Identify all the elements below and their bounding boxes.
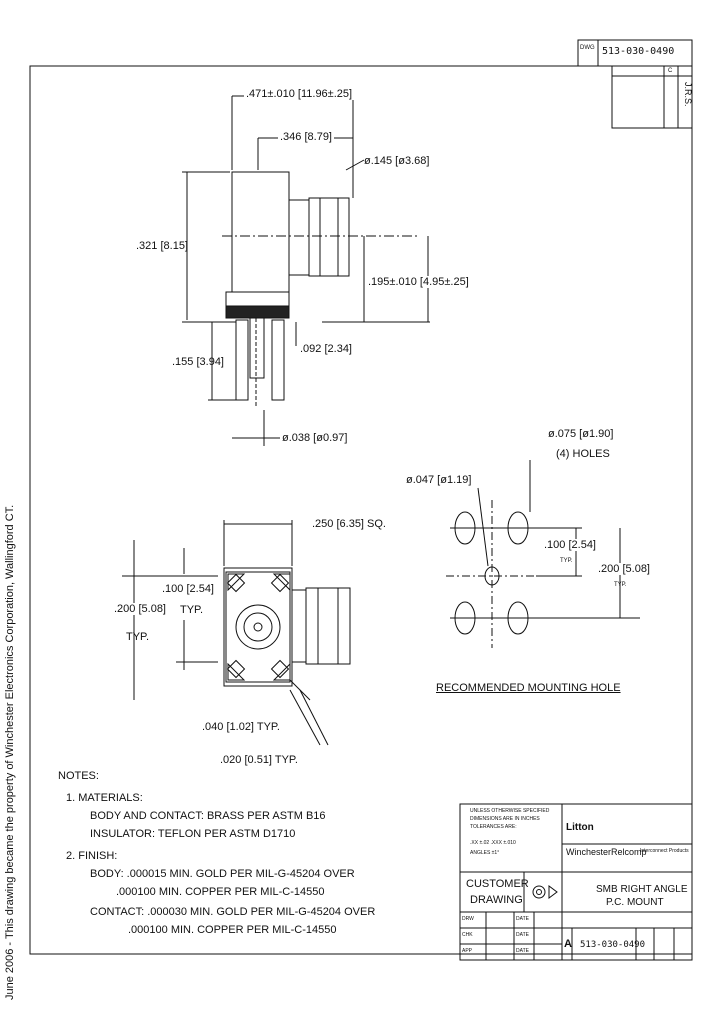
note-2d: .000100 MIN. COPPER PER MIL-C-14550 <box>128 924 337 936</box>
dim-hole-count: (4) HOLES <box>556 448 610 460</box>
title-block-lines <box>459 803 693 961</box>
dim-grid-100: .100 [2.54] <box>162 583 214 595</box>
note-1b: INSULATOR: TEFLON PER ASTM D1710 <box>90 828 296 840</box>
rev-side: J.R.S. <box>683 82 693 107</box>
revision-box <box>611 65 693 129</box>
dim-hole-span-typ: TYP. <box>614 582 627 588</box>
notes-title: NOTES: <box>58 770 99 782</box>
dim-thread-dia: ø.145 [ø3.68] <box>364 155 430 167</box>
dim-chamfer-020: .020 [0.51] TYP. <box>220 754 298 766</box>
dim-overall-length: .471±.010 [11.96±.25] <box>244 88 355 100</box>
dim-grid-200-typ: TYP. <box>126 631 150 643</box>
dim-square-size: .250 [6.35] SQ. <box>312 518 386 530</box>
drawing-label: DRAWING <box>470 894 523 906</box>
front-view <box>122 520 351 746</box>
note-2b: .000100 MIN. COPPER PER MIL-C-14550 <box>116 886 325 898</box>
dim-pin-dia: ø.038 [ø0.97] <box>282 432 348 444</box>
customer-label: CUSTOMER <box>466 878 529 890</box>
hole-pattern <box>446 460 640 648</box>
dwg-number: 513-030-0490 <box>580 940 646 950</box>
dim-hole-dia: ø.075 [ø1.90] <box>548 428 614 440</box>
dim-grid-200: .200 [5.08] <box>114 603 166 615</box>
row-app-date: DATE <box>516 948 529 954</box>
row-drw: DRW <box>462 916 474 922</box>
note-2: 2. FINISH: <box>66 850 118 862</box>
dim-grid-100-typ: TYP. <box>180 604 204 616</box>
tol-line-4: .XX ±.02 .XXX ±.010 <box>470 840 516 846</box>
drawing-frame <box>29 65 693 955</box>
division-name: WinchesterRelcomp <box>566 847 647 857</box>
row-chk: CHK <box>462 932 473 938</box>
dim-body-length: .346 [8.79] <box>278 131 334 143</box>
dim-height: .321 [8.15] <box>136 240 188 252</box>
dim-hole-pitch: .100 [2.54] <box>544 539 596 551</box>
dim-chamfer-040: .040 [1.02] TYP. <box>202 721 280 733</box>
dim-center-height: .195±.010 [4.95±.25] <box>368 276 469 288</box>
number-box-label: DWG <box>580 45 595 51</box>
ownership-note: June 2006 - This drawing became the prop… <box>4 504 16 1000</box>
row-app: APP <box>462 948 473 954</box>
note-2c: CONTACT: .000030 MIN. GOLD PER MIL-G-452… <box>90 906 376 918</box>
dim-pin-spacing: .092 [2.34] <box>300 343 352 355</box>
drawing-number-top: 513-030-0490 <box>602 46 675 57</box>
dim-hole-span: .200 [5.08] <box>598 563 650 575</box>
title-line-1: SMB RIGHT ANGLE <box>596 884 688 895</box>
side-view <box>182 95 430 446</box>
size-letter: A <box>564 938 572 950</box>
tol-line-3: TOLERANCES ARE: <box>470 824 517 830</box>
rev-top: C <box>668 68 673 74</box>
company-name: Litton <box>566 822 594 833</box>
recommended-mounting-label: RECOMMENDED MOUNTING HOLE <box>436 682 621 694</box>
note-1: 1. MATERIALS: <box>66 792 143 804</box>
dim-center-hole: ø.047 [ø1.19] <box>406 474 472 486</box>
row-chk-date: DATE <box>516 932 529 938</box>
tol-line-2: DIMENSIONS ARE IN INCHES <box>470 816 540 822</box>
tol-line-5: ANGLES ±1° <box>470 850 500 856</box>
tol-line-1: UNLESS OTHERWISE SPECIFIED <box>470 808 550 814</box>
row-drw-date: DATE <box>516 916 529 922</box>
dim-hole-pitch-typ: TYP. <box>560 558 573 564</box>
dim-pin-length: .155 [3.94] <box>172 356 224 368</box>
note-2a: BODY: .000015 MIN. GOLD PER MIL-G-45204 … <box>90 868 355 880</box>
title-line-2: P.C. MOUNT <box>606 897 664 908</box>
division-sub: Interconnect Products <box>640 848 689 854</box>
note-1a: BODY AND CONTACT: BRASS PER ASTM B16 <box>90 810 326 822</box>
